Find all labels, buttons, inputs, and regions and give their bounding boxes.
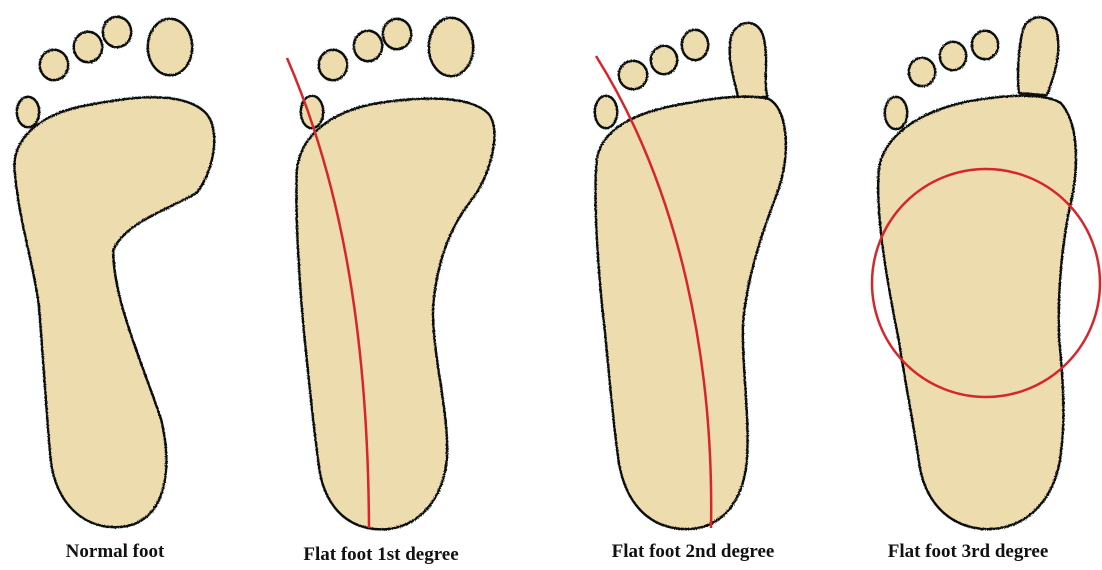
flat-foot-1st-degree-caption: Flat foot 1st degree <box>303 544 458 566</box>
big-toe <box>149 20 191 74</box>
little-toe <box>886 98 906 128</box>
third-toe <box>75 33 101 61</box>
third-toe <box>652 47 676 73</box>
flat-foot-2nd-degree-caption: Flat foot 2nd degree <box>612 541 775 563</box>
sole <box>16 99 213 526</box>
normal-foot-caption: Normal foot <box>66 541 165 563</box>
normal-foot-print <box>16 18 213 526</box>
flat-foot-3rd-degree-caption: Flat foot 3rd degree <box>888 541 1049 563</box>
fourth-toe <box>320 51 346 79</box>
sole <box>879 97 1074 528</box>
fourth-toe <box>910 59 934 85</box>
little-toe <box>596 97 616 127</box>
third-toe <box>941 43 965 69</box>
second-toe <box>683 31 707 59</box>
big-toe <box>430 19 472 75</box>
big-toe <box>731 24 766 96</box>
fourth-toe <box>41 51 67 79</box>
sole <box>298 100 494 528</box>
sole <box>597 98 785 528</box>
third-toe <box>355 32 381 60</box>
fourth-toe <box>620 62 646 88</box>
big-toe <box>1019 18 1057 94</box>
flat-foot-1st-degree-print <box>298 19 494 528</box>
second-toe <box>104 18 130 46</box>
flat-foot-3rd-degree-print <box>879 18 1074 528</box>
second-toe <box>973 32 997 58</box>
second-toe <box>384 20 410 48</box>
flat-foot-2nd-degree-print <box>596 24 785 528</box>
little-toe <box>18 98 38 126</box>
